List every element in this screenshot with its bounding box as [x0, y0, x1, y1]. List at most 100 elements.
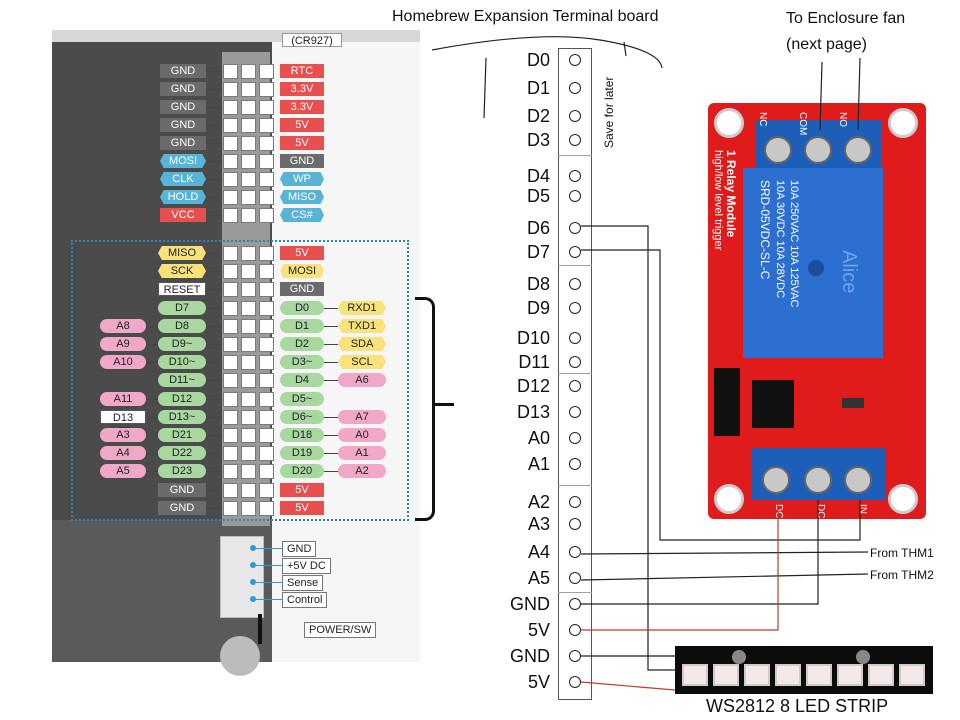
pin-label-right: D18 — [280, 428, 324, 442]
terminal-label: D12 — [516, 376, 550, 396]
header-pin — [241, 154, 256, 169]
connector-label: Control — [282, 592, 328, 608]
thm1-label: From THM1 — [870, 546, 934, 560]
terminal-label: D9 — [526, 298, 550, 318]
header-pin — [223, 319, 238, 334]
jumper-block — [714, 368, 740, 436]
header-pin — [241, 319, 256, 334]
pin-leader — [206, 453, 222, 454]
alt-leader — [146, 399, 158, 400]
terminal-label: GND — [510, 594, 550, 614]
pin-label-left: D8 — [158, 319, 206, 333]
pin-label-right: 5V — [280, 501, 324, 515]
alt-leader — [324, 453, 338, 454]
terminal-hole — [569, 190, 581, 202]
strip-mount-dot — [856, 650, 870, 664]
fan-note-line2: (next page) — [786, 36, 867, 53]
pin-leader — [206, 89, 222, 90]
alt-label-right: A2 — [338, 464, 386, 478]
header-pin — [241, 392, 256, 407]
header-pin — [223, 301, 238, 316]
header-pin — [223, 82, 238, 97]
terminal-hole — [569, 598, 581, 610]
alt-leader — [146, 344, 158, 345]
pin-label-left: GND — [160, 118, 206, 132]
wire-gnd-relay — [581, 500, 819, 605]
led-pixel — [868, 664, 894, 686]
header-pin — [241, 282, 256, 297]
thm2-label: From THM2 — [870, 568, 934, 582]
terminal-label: 5V — [527, 672, 550, 692]
alt-leader — [324, 344, 338, 345]
terminal-hole — [569, 518, 581, 530]
terminal-divider — [558, 485, 592, 486]
screw-in — [844, 466, 872, 494]
header-pin — [241, 373, 256, 388]
pin-label-right: 3.3V — [280, 82, 324, 96]
pin-leader — [206, 143, 222, 144]
pin-leader — [206, 362, 222, 363]
terminal-hole — [569, 302, 581, 314]
pin-leader — [206, 215, 222, 216]
header-pin — [259, 446, 274, 461]
pin-label-right: 5V — [280, 483, 324, 497]
header-pin — [241, 208, 256, 223]
pin-label-left: D10~ — [158, 355, 206, 369]
pin-label-right: 5V — [280, 246, 324, 260]
alt-label-right: A0 — [338, 428, 386, 442]
alt-leader — [324, 471, 338, 472]
pin-label-left: D23 — [158, 464, 206, 478]
pin-leader — [206, 197, 222, 198]
header-pin — [259, 337, 274, 352]
terminal-label: D8 — [526, 274, 550, 294]
pin-label-left: D13~ — [158, 410, 206, 424]
pin-label-right: D3~ — [280, 355, 324, 369]
terminal-hole — [569, 222, 581, 234]
pin-label-left: D21 — [158, 428, 206, 442]
title-leader-right — [623, 41, 627, 57]
header-pin — [223, 264, 238, 279]
connector-label: +5V DC — [282, 558, 331, 574]
terminal-hole — [569, 458, 581, 470]
pin-label-right: MISO — [280, 190, 324, 204]
pin-label-left: D7 — [158, 301, 206, 315]
header-pin — [259, 264, 274, 279]
terminal-hole — [569, 546, 581, 558]
header-pin — [259, 208, 274, 223]
led-pixel — [837, 664, 863, 686]
pin-leader — [206, 289, 222, 290]
pin-leader — [206, 417, 222, 418]
terminal-hole — [569, 406, 581, 418]
led-pixel — [899, 664, 925, 686]
terminal-label: A1 — [527, 454, 550, 474]
alt-label-left: A9 — [100, 337, 146, 351]
header-pin — [259, 373, 274, 388]
pin-leader — [206, 71, 222, 72]
terminal-divider — [558, 155, 592, 156]
pin-label-right: GND — [280, 154, 324, 168]
pin-label-left: GND — [160, 64, 206, 78]
pin-leader — [206, 471, 222, 472]
header-pin — [223, 100, 238, 115]
header-pin — [223, 208, 238, 223]
header-pin — [241, 118, 256, 133]
connector-pin — [250, 596, 256, 602]
header-pin — [241, 136, 256, 151]
pin-label-right: D4 — [280, 373, 324, 387]
connector-pin — [250, 562, 256, 568]
pin-leader — [206, 344, 222, 345]
terminal-label: D1 — [526, 78, 550, 98]
header-pin — [259, 136, 274, 151]
terminal-hole — [569, 676, 581, 688]
header-pin — [241, 464, 256, 479]
mount-hole-3 — [714, 484, 744, 514]
screw-dc-plus — [762, 466, 790, 494]
terminal-divider — [558, 592, 592, 593]
header-pin — [223, 392, 238, 407]
led-pixel — [744, 664, 770, 686]
terminal-label: D2 — [526, 106, 550, 126]
pin-label-left: VCC — [160, 208, 206, 222]
terminal-hole — [569, 134, 581, 146]
header-pin — [259, 100, 274, 115]
led-strip-label: WS2812 8 LED STRIP — [706, 696, 889, 716]
